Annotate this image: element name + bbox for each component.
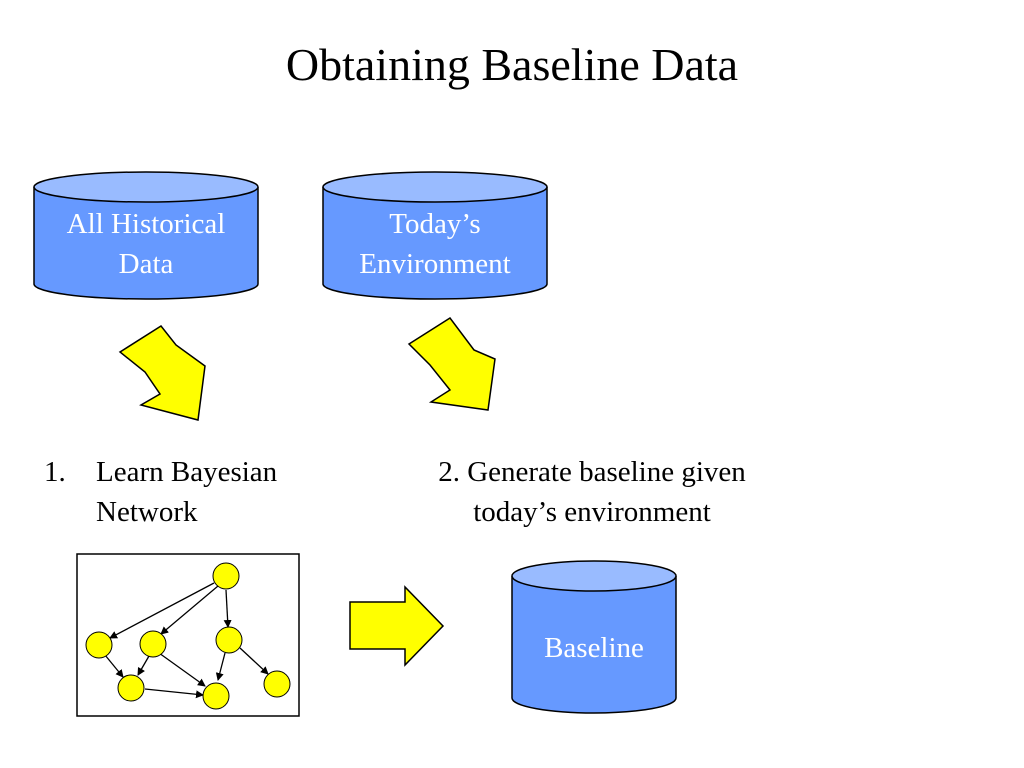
- network-edge: [144, 688, 204, 699]
- step2-text: 2. Generate baseline given today’s envir…: [392, 452, 792, 532]
- step2-line2: today’s environment: [473, 496, 711, 528]
- todays-environment-line2: Environment: [359, 248, 511, 280]
- network-edge: [215, 652, 226, 681]
- step2-line1: 2. Generate baseline given: [438, 456, 746, 488]
- network-edge: [158, 652, 206, 687]
- down-arrow-right: [407, 316, 496, 411]
- step1-line2: Network: [96, 496, 198, 528]
- network-edge: [160, 585, 219, 635]
- step1-text: Learn Bayesian Network: [96, 452, 277, 532]
- network-edge: [137, 655, 150, 676]
- right-arrow: [349, 585, 445, 667]
- network-node: [212, 562, 240, 590]
- network-edge: [109, 582, 215, 639]
- todays-environment-label: Today’s Environment: [330, 204, 540, 284]
- todays-environment-cylinder: [322, 171, 548, 300]
- down-arrow-left: [118, 325, 206, 421]
- network-node: [85, 631, 113, 659]
- baseline-label: Baseline: [544, 632, 644, 664]
- network-node: [263, 670, 291, 698]
- bayesian-network-diagram: [76, 553, 300, 717]
- network-edge: [239, 647, 269, 675]
- network-node: [139, 630, 167, 658]
- network-node: [117, 674, 145, 702]
- baseline-cylinder: [511, 560, 677, 714]
- network-node: [215, 626, 243, 654]
- historical-data-label: All Historical Data: [66, 208, 226, 280]
- step1-number: 1.: [44, 456, 66, 488]
- slide-title: Obtaining Baseline Data: [285, 39, 739, 90]
- step1-line1: Learn Bayesian: [96, 456, 278, 488]
- todays-environment-line1: Today’s: [389, 208, 481, 240]
- historical-data-cylinder: [33, 171, 259, 300]
- network-edge: [104, 654, 124, 678]
- network-node: [202, 682, 230, 710]
- network-edge: [223, 589, 232, 628]
